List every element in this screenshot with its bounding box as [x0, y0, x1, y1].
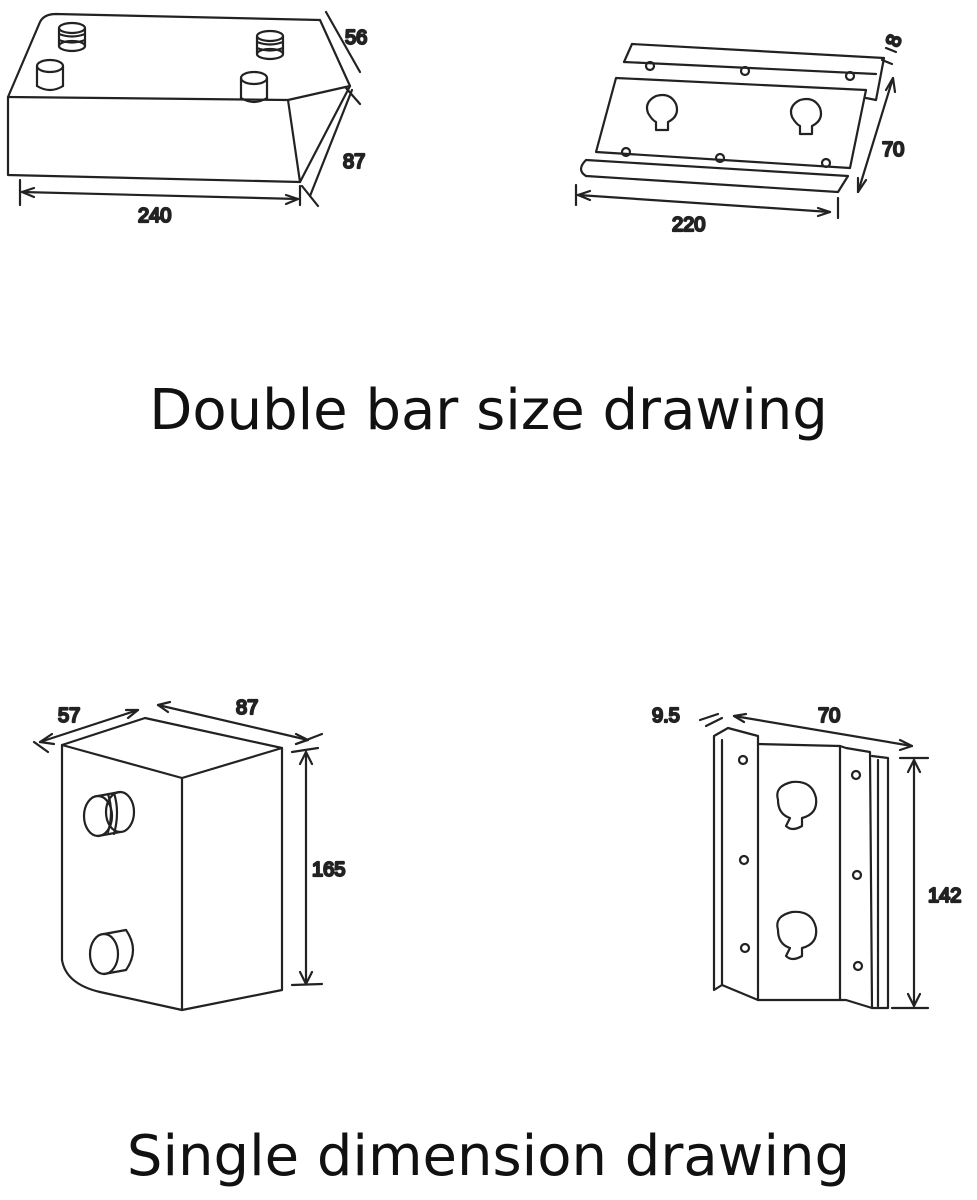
keyhole-icon	[776, 910, 818, 961]
heading-double-bar: Double bar size drawing	[149, 378, 828, 443]
dim-double-plate-height: 70	[882, 139, 904, 161]
stopper-icon	[57, 21, 87, 53]
dim-double-plate-width: 220	[672, 214, 705, 236]
single-body	[32, 700, 324, 1012]
dim-single-body-depth: 57	[58, 705, 80, 727]
single-plate	[698, 712, 930, 1010]
dim-double-body-width: 240	[138, 205, 171, 227]
dim-single-body-height: 165	[312, 859, 345, 881]
stopper-icon	[88, 928, 135, 976]
stopper-icon	[82, 790, 136, 838]
keyhole-icon	[789, 97, 823, 136]
dim-single-plate-thickness: 9.5	[652, 705, 680, 727]
stopper-icon	[35, 58, 65, 92]
dim-single-body-width: 87	[236, 697, 258, 719]
heading-single-dimension: Single dimension drawing	[126, 1124, 851, 1189]
double-bar-body	[6, 10, 362, 208]
double-bar-plate	[574, 42, 898, 220]
keyhole-icon	[776, 780, 818, 831]
dim-double-body-depth: 87	[343, 151, 365, 173]
stopper-icon	[255, 29, 285, 61]
stopper-icon	[239, 70, 269, 104]
dim-single-plate-height: 142	[928, 885, 961, 907]
dim-double-body-height: 56	[345, 27, 367, 49]
keyhole-icon	[645, 93, 679, 132]
dim-single-plate-width: 70	[818, 705, 840, 727]
